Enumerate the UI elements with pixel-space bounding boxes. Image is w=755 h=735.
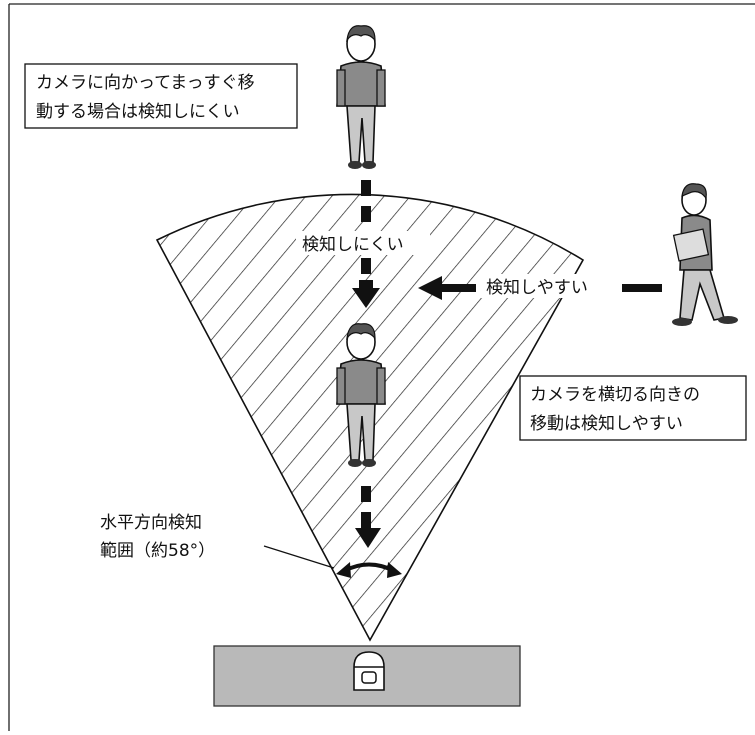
person-icon: [336, 25, 386, 169]
range-leader-line: [263, 545, 335, 569]
range-label-line1: 水平方向検知: [100, 513, 202, 533]
range-label-line2: 範囲（約58°）: [100, 541, 215, 561]
crossing-path: [418, 276, 662, 300]
callout-text: 動する場合は検知しにくい: [36, 102, 240, 122]
detection-range-label: 水平方向検知 範囲（約58°）: [100, 513, 215, 561]
arrow-icon: [418, 276, 442, 300]
approach-path: [352, 180, 381, 548]
arrow-icon: [352, 280, 380, 308]
camera-icon: [353, 651, 385, 691]
person-icon: [672, 183, 738, 326]
callout-text: 移動は検知しやすい: [530, 414, 683, 434]
double-arrow-icon: [336, 562, 402, 578]
callout-text: カメラに向かってまっすぐ移: [36, 73, 255, 93]
label-easy-to-detect: 検知しやすい: [486, 278, 588, 298]
camera-unit: [213, 645, 521, 707]
callout-straight-approach: カメラに向かってまっすぐ移 動する場合は検知しにくい: [24, 63, 298, 129]
callout-text: カメラを横切る向きの: [530, 385, 700, 405]
label-hard-to-detect: 検知しにくい: [302, 235, 404, 255]
callout-crossing: カメラを横切る向きの 移動は検知しやすい: [519, 375, 747, 441]
frame-border: [8, 3, 755, 731]
arrow-icon: [355, 528, 381, 548]
person-icon: [336, 323, 386, 467]
